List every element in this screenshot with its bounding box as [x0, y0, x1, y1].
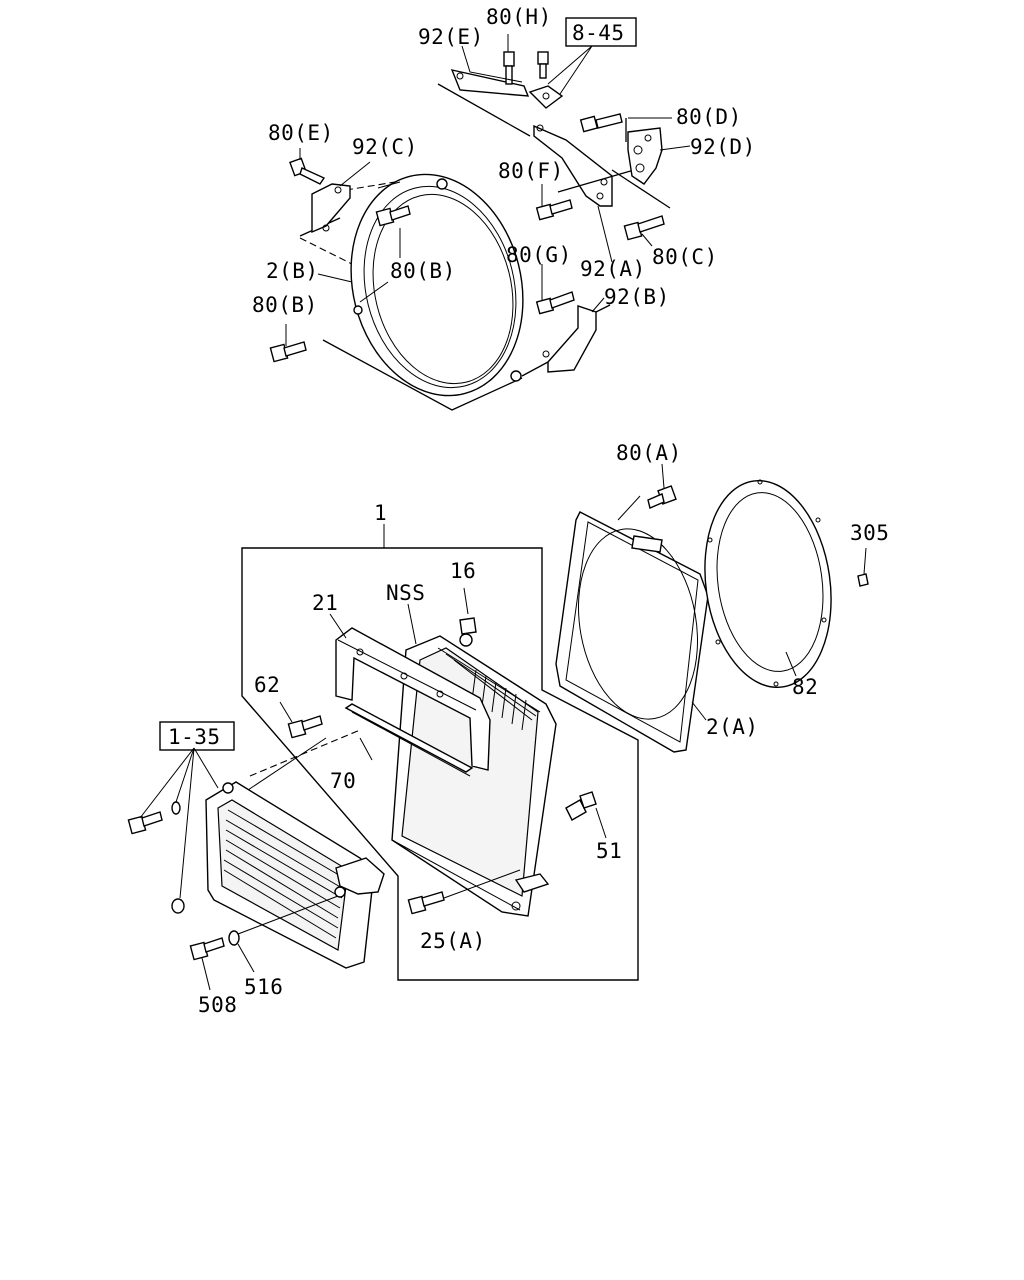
label-8-45: 8-45 — [572, 21, 625, 45]
fan-shroud-2a — [555, 495, 709, 753]
upper-shroud-assembly — [269, 34, 691, 411]
label-92e: 92(E) — [418, 25, 484, 49]
bracket-92a — [533, 124, 671, 209]
seal-70 — [344, 703, 474, 777]
bolt-80f — [535, 199, 573, 221]
label-80c: 80(C) — [652, 245, 718, 269]
label-1: 1 — [374, 501, 387, 525]
part-labels: 80(H) 8-45 92(E) 80(D) 92(D) 80(E) 92(C)… — [159, 5, 889, 1017]
label-92a: 92(A) — [580, 257, 646, 281]
label-21: 21 — [312, 591, 338, 615]
shroud-ring-82 — [704, 479, 832, 689]
drain-cock-51 — [565, 791, 607, 839]
bolt-25a — [407, 869, 521, 915]
bolt-1-35 — [127, 747, 219, 914]
bracket-92e — [450, 69, 530, 97]
bolt-80b-upper — [375, 205, 411, 227]
bolt-62 — [279, 701, 323, 739]
intercooler — [205, 781, 385, 969]
label-82: 82 — [792, 675, 818, 699]
label-25a: 25(A) — [420, 929, 486, 953]
bolt-80b-lower — [269, 341, 307, 363]
bolt-508 — [189, 937, 225, 991]
radiator-core-nss — [391, 617, 557, 917]
label-80a: 80(A) — [616, 441, 682, 465]
ref-box-1-35 — [159, 721, 235, 751]
label-2a: 2(A) — [706, 715, 759, 739]
label-92b: 92(B) — [604, 285, 670, 309]
label-16: 16 — [450, 559, 476, 583]
label-92c: 92(C) — [352, 135, 418, 159]
bolt-80d — [579, 113, 623, 133]
label-305: 305 — [850, 521, 889, 545]
clip-8-45 — [528, 85, 564, 109]
label-70: 70 — [330, 769, 356, 793]
bolt-8-45 — [537, 51, 549, 79]
bolt-80e — [289, 157, 326, 185]
bracket-92c — [311, 183, 351, 234]
label-508: 508 — [198, 993, 237, 1017]
assembly-box-part-1 — [241, 524, 639, 981]
shroud-ring-2b — [350, 173, 524, 397]
label-516: 516 — [244, 975, 283, 999]
label-80b-upper: 80(B) — [390, 259, 456, 283]
bolt-80c — [623, 215, 665, 241]
screw-305 — [857, 547, 869, 587]
label-62: 62 — [254, 673, 280, 697]
bolt-80g — [535, 291, 575, 315]
label-80f: 80(F) — [498, 159, 564, 183]
bolt-80h — [503, 51, 515, 85]
label-nss: NSS — [386, 581, 425, 605]
label-80e: 80(E) — [268, 121, 334, 145]
label-1-35: 1-35 — [168, 725, 221, 749]
label-2b: 2(B) — [266, 259, 319, 283]
washer-516 — [228, 895, 339, 973]
label-51: 51 — [596, 839, 622, 863]
label-80d: 80(D) — [676, 105, 742, 129]
label-80g: 80(G) — [506, 243, 572, 267]
ref-box-8-45 — [565, 17, 637, 47]
bracket-92d — [625, 118, 663, 185]
label-92d: 92(D) — [690, 135, 756, 159]
label-80b-left: 80(B) — [252, 293, 318, 317]
bolt-80a — [647, 463, 677, 509]
bracket-92b — [521, 304, 611, 377]
label-80h: 80(H) — [486, 5, 552, 29]
upper-shroud-21 — [335, 627, 491, 771]
